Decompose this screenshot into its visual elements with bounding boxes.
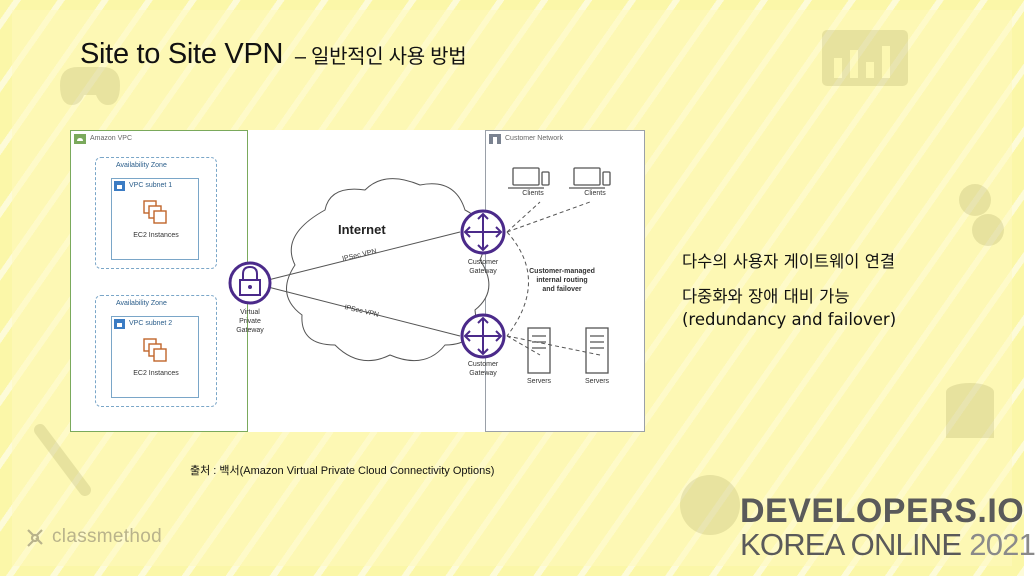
amazon-vpc-box: Amazon VPC Availability Zone VPC subnet …	[70, 130, 248, 432]
source-caption: 출처 : 백서(Amazon Virtual Private Cloud Con…	[190, 465, 495, 477]
servers-label-2: Servers	[584, 378, 610, 385]
gears-icon	[959, 184, 1004, 246]
vpn-diagram: Amazon VPC Availability Zone VPC subnet …	[70, 130, 645, 432]
internet-cloud	[286, 178, 490, 362]
cgw2-line-1: Customer	[467, 361, 499, 368]
smile-icon	[680, 475, 740, 535]
clients-icon-2	[569, 167, 611, 189]
internet-label: Internet	[338, 222, 386, 237]
routing-line-1: Customer-managed	[529, 268, 595, 275]
database-icon	[946, 383, 994, 438]
clients-label-1: Clients	[522, 190, 544, 197]
vgw-line-2: Private	[239, 318, 261, 325]
subnet2-label: VPC subnet 2	[129, 320, 173, 327]
vgw-label: Virtual Private Gateway	[230, 308, 270, 335]
page-title: Site to Site VPN – 일반적인 사용 방법	[80, 38, 467, 71]
vpc-subnet-2: VPC subnet 2 EC2 Instances	[111, 316, 199, 398]
amazon-vpc-label: Amazon VPC	[90, 135, 133, 142]
cgw2-line-2: Gateway	[469, 370, 497, 377]
cgw-label-2: Customer Gateway	[463, 360, 503, 378]
bullet-item-2: 다중화와 장애 대비 가능	[682, 287, 850, 306]
clients-label-2: Clients	[584, 190, 606, 197]
cgw1-line-2: Gateway	[469, 268, 497, 275]
servers-label-1: Servers	[526, 378, 552, 385]
classmethod-logo-text: classmethod	[52, 526, 162, 547]
korea-online-text: KOREA ONLINE	[740, 527, 962, 562]
cloud-lock-icon	[74, 134, 86, 144]
az2-label: Availability Zone	[116, 300, 167, 307]
bullet-item-3: (redundancy and failover)	[682, 310, 897, 329]
classmethod-logo-icon	[27, 529, 43, 547]
year-text: 2021	[969, 527, 1035, 562]
availability-zone-1: Availability Zone VPC subnet 1 EC2 Insta…	[95, 157, 217, 269]
network-graphics	[228, 167, 611, 374]
bullet-list: 다수의 사용자 게이트웨이 연결 다중화와 장애 대비 가능 (redundan…	[682, 250, 896, 331]
vgw-line-3: Gateway	[236, 327, 264, 334]
routing-line-3: and failover	[542, 286, 582, 293]
availability-zone-2: Availability Zone VPC subnet 2 EC2 Insta…	[95, 295, 217, 407]
ec2-instances-icon	[143, 200, 167, 224]
building-icon	[489, 134, 501, 144]
bullet-item-1: 다수의 사용자 게이트웨이 연결	[682, 252, 896, 271]
clients-icon-1	[508, 167, 550, 189]
az1-label: Availability Zone	[116, 162, 167, 169]
vgw-line-1: Virtual	[240, 309, 260, 316]
ec2-instances-icon	[143, 338, 167, 362]
customer-network-label: Customer Network	[505, 135, 563, 142]
subnet1-label: VPC subnet 1	[129, 182, 173, 189]
servers-icon-2	[585, 327, 609, 374]
customer-gateway-icon-1	[460, 209, 506, 255]
lock-icon	[114, 319, 125, 329]
cgw1-line-1: Customer	[467, 259, 499, 266]
lock-icon	[114, 181, 125, 191]
customer-gateway-icon-2	[460, 313, 506, 359]
title-subtitle: – 일반적인 사용 방법	[294, 46, 467, 68]
game-controller-icon	[60, 67, 120, 105]
ec2-label-2: EC2 Instances	[133, 370, 179, 377]
developersio-logo: DEVELOPERS.IO	[740, 492, 1025, 530]
chart-board-icon	[822, 30, 908, 86]
vpc-subnet-1: VPC subnet 1 EC2 Instances	[111, 178, 199, 260]
ec2-label-1: EC2 Instances	[133, 232, 179, 239]
routing-line-2: internal routing	[536, 277, 588, 284]
virtual-private-gateway-icon	[228, 261, 272, 305]
routing-label: Customer-managed internal routing and fa…	[522, 267, 602, 294]
title-main: Site to Site VPN	[80, 38, 284, 70]
servers-icon-1	[527, 327, 551, 374]
cgw-label-1: Customer Gateway	[463, 258, 503, 276]
wrench-icon	[34, 424, 91, 496]
